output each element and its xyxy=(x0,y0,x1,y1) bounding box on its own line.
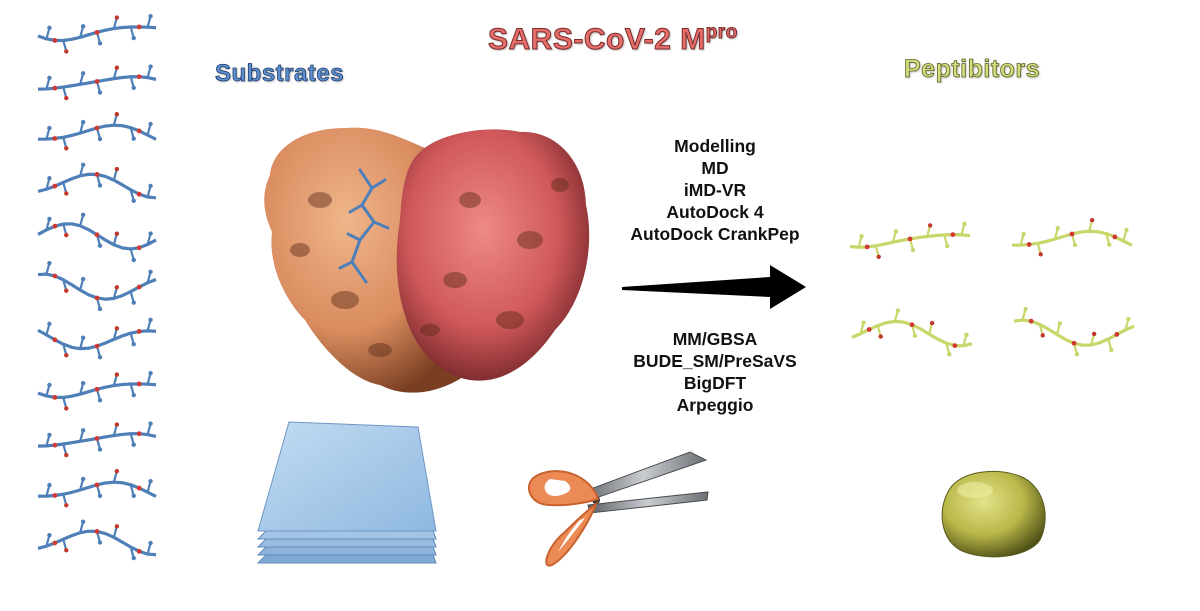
stone-icon xyxy=(941,470,1046,558)
substrate-peptide-icon xyxy=(37,317,157,360)
substrate-peptide-icon xyxy=(37,468,157,508)
method-item: BUDE_SM/PreSaVS xyxy=(633,351,797,371)
substrate-peptide-icon xyxy=(37,370,157,411)
peptibitor-molecule-icon xyxy=(1013,306,1135,357)
substrate-peptide-icon xyxy=(37,64,157,101)
method-item: MM/GBSA xyxy=(672,329,758,349)
method-item: MD xyxy=(701,158,729,178)
method-item: AutoDock 4 xyxy=(666,202,764,222)
peptibitor-molecule-icon xyxy=(1011,218,1133,257)
method-item: iMD-VR xyxy=(683,180,747,200)
method-item: BigDFT xyxy=(683,373,747,393)
arrow-icon xyxy=(622,265,806,309)
methods-bottom-list: MM/GBSA BUDE_SM/PreSaVS BigDFT Arpeggio xyxy=(590,328,840,416)
surface-texture xyxy=(290,178,569,357)
peptibitor-molecule-icon xyxy=(849,221,971,259)
peptibitors-title: Peptibitors xyxy=(904,55,1041,84)
paper-stack-icon xyxy=(256,421,437,564)
substrate-peptide-icon xyxy=(37,13,157,54)
peptibitor-molecule-group xyxy=(849,218,1135,357)
protease-surface-icon xyxy=(264,127,590,393)
substrate-peptide-column xyxy=(37,13,157,561)
protease-chain-b xyxy=(396,129,590,381)
substrate-peptide-icon xyxy=(37,260,157,312)
substrates-title: Substrates xyxy=(215,60,345,88)
method-item: Arpeggio xyxy=(676,395,754,415)
substrate-peptide-icon xyxy=(37,212,157,263)
method-item: AutoDock CrankPep xyxy=(630,224,800,244)
protease-title: SARS-CoV-2 Mpro xyxy=(488,22,738,57)
scissors-icon xyxy=(527,451,709,567)
method-item: Modelling xyxy=(674,136,756,156)
substrate-peptide-icon xyxy=(37,421,157,458)
bound-substrate xyxy=(338,168,390,284)
peptibitor-molecule-icon xyxy=(851,308,973,357)
substrate-peptide-icon xyxy=(37,112,157,151)
methods-top-list: Modelling MD iMD-VR AutoDock 4 AutoDock … xyxy=(590,135,840,245)
substrate-peptide-icon xyxy=(37,519,157,561)
substrate-peptide-icon xyxy=(37,162,157,203)
